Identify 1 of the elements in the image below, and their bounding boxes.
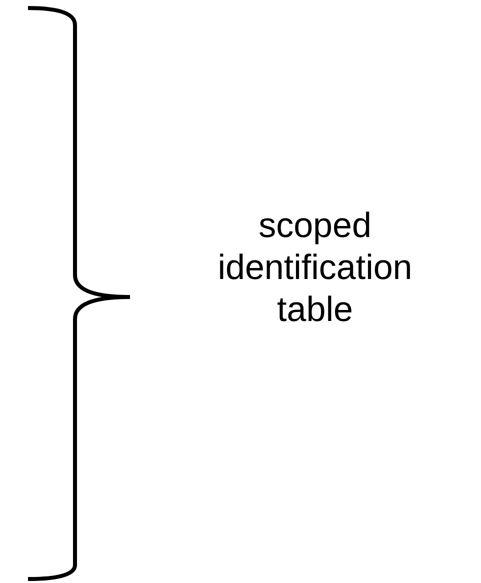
annotation-text: scoped identification table — [216, 205, 414, 331]
